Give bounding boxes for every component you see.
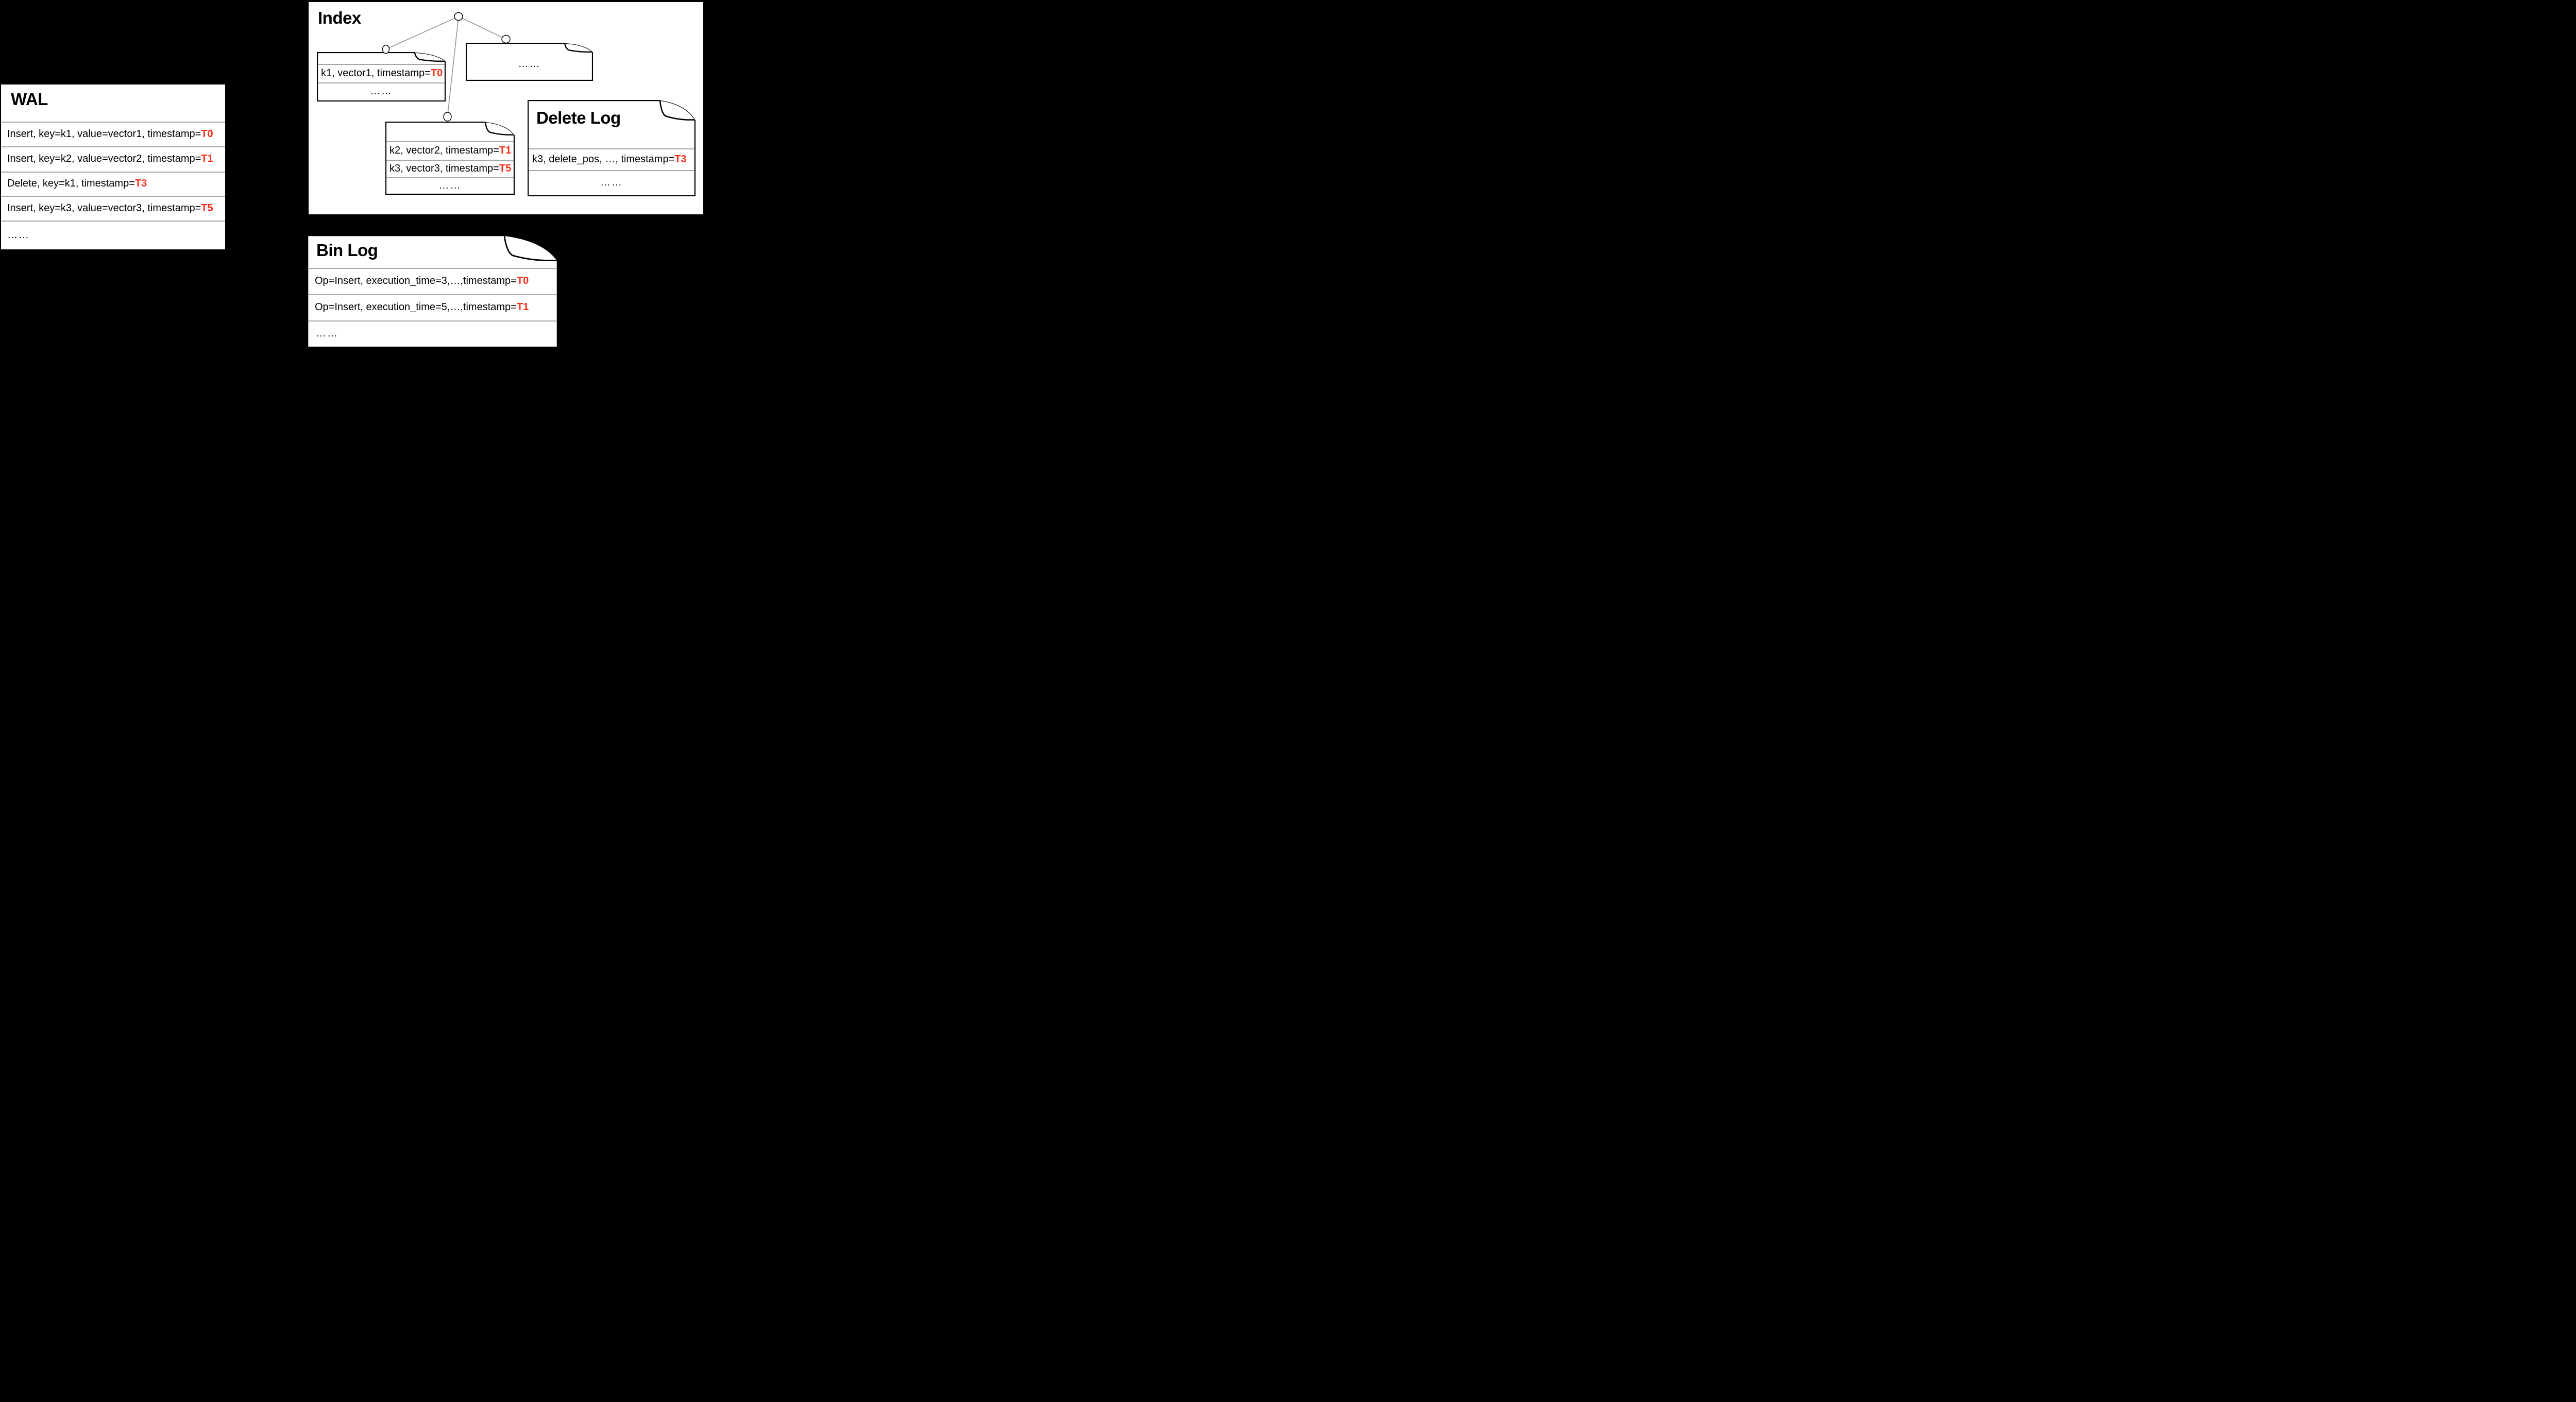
- doc-row: k1, vector1, timestamp=T0: [321, 64, 444, 82]
- index-panel: Index k1,: [309, 2, 703, 214]
- doc-row-text: k3, vector3, timestamp=: [389, 162, 499, 174]
- wal-divider: [1, 122, 225, 123]
- wal-divider: [1, 146, 225, 147]
- doc-divider: [318, 82, 445, 83]
- tree-right-node: [501, 35, 511, 44]
- doc-row: k2, vector2, timestamp=T1: [389, 141, 513, 160]
- wal-row-text: Insert, key=k1, value=vector1, timestamp…: [7, 128, 201, 140]
- tree-root-node: [454, 12, 463, 21]
- doc-ellipsis-text: ……: [370, 86, 393, 97]
- doc-row: k3, delete_pos, …, timestamp=T3: [532, 148, 693, 170]
- doc-divider: [529, 170, 694, 171]
- wal-row-timestamp: T3: [134, 178, 147, 189]
- wal-title: WAL: [11, 90, 48, 109]
- wal-row: Insert, key=k2, value=vector2, timestamp…: [7, 146, 223, 172]
- tree-edge-left: [385, 16, 459, 50]
- wal-row: Insert, key=k1, value=vector1, timestamp…: [7, 122, 223, 146]
- wal-row: Insert, key=k3, value=vector3, timestamp…: [7, 196, 223, 221]
- doc-row-ellipsis: ……: [317, 82, 446, 100]
- index-title: Index: [318, 8, 361, 27]
- wal-divider: [1, 221, 225, 222]
- wal-row-timestamp: T0: [201, 128, 213, 140]
- doc-divider: [529, 148, 694, 149]
- delete-log-doc: Delete Log k3, delete_pos, …, timestamp=…: [528, 100, 696, 196]
- index-segment-more-doc: ……: [466, 43, 593, 81]
- wal-row-timestamp: T1: [201, 153, 213, 164]
- wal-divider: [1, 172, 225, 173]
- doc-row-text: Op=Insert, execution_time=5,…,timestamp=: [315, 301, 517, 313]
- doc-row-text: k3, delete_pos, …, timestamp=: [532, 153, 675, 165]
- doc-row: Op=Insert, execution_time=3,…,timestamp=…: [315, 268, 556, 294]
- doc-row-ellipsis: ……: [528, 170, 696, 195]
- doc-row-timestamp: T0: [430, 67, 443, 79]
- doc-row: k3, vector3, timestamp=T5: [389, 160, 513, 177]
- doc-row-timestamp: T1: [499, 144, 512, 156]
- diagram-canvas: WAL Insert, key=k1, value=vector1, times…: [0, 0, 704, 350]
- doc-row-timestamp: T0: [516, 275, 529, 286]
- index-segment-k1-doc: k1, vector1, timestamp=T0 ……: [317, 52, 446, 102]
- doc-row-timestamp: T5: [499, 162, 512, 174]
- wal-row-timestamp: T5: [201, 202, 213, 214]
- tree-edge-right: [458, 16, 506, 40]
- wal-ellipsis-text: ……: [7, 229, 30, 241]
- doc-row-timestamp: T3: [674, 153, 687, 165]
- tree-edge-middle: [447, 16, 459, 117]
- doc-row-ellipsis: ……: [316, 320, 556, 347]
- wal-panel: WAL Insert, key=k1, value=vector1, times…: [1, 85, 225, 249]
- doc-divider: [386, 177, 514, 178]
- doc-ellipsis-text: ……: [600, 177, 623, 188]
- wal-row-text: Delete, key=k1, timestamp=: [7, 178, 135, 189]
- index-segment-k2-k3-doc: k2, vector2, timestamp=T1 k3, vector3, t…: [385, 122, 515, 195]
- wal-row-text: Insert, key=k3, value=vector3, timestamp…: [7, 202, 201, 214]
- doc-ellipsis-text: ……: [316, 328, 338, 339]
- doc-row-text: k1, vector1, timestamp=: [321, 67, 431, 79]
- wal-row-ellipsis: ……: [7, 221, 223, 249]
- wal-divider: [1, 196, 225, 197]
- wal-row: Delete, key=k1, timestamp=T3: [7, 172, 223, 196]
- delete-log-title: Delete Log: [536, 108, 621, 127]
- doc-divider: [308, 294, 557, 295]
- doc-row-ellipsis: ……: [385, 177, 515, 194]
- doc-divider: [318, 64, 445, 65]
- doc-divider: [386, 141, 514, 142]
- tree-middle-node: [443, 112, 452, 122]
- document-shape: [307, 235, 558, 348]
- doc-divider: [308, 320, 557, 322]
- bin-log-doc: Bin Log Op=Insert, execution_time=3,…,ti…: [307, 235, 558, 348]
- doc-divider: [386, 160, 514, 161]
- doc-divider: [308, 268, 557, 269]
- doc-ellipsis-text: ……: [518, 58, 541, 70]
- doc-row: Op=Insert, execution_time=5,…,timestamp=…: [315, 294, 556, 320]
- doc-row-text: k2, vector2, timestamp=: [389, 144, 499, 156]
- doc-row-timestamp: T1: [516, 301, 529, 313]
- bin-log-title: Bin Log: [316, 241, 378, 260]
- doc-row-text: Op=Insert, execution_time=3,…,timestamp=: [315, 275, 517, 286]
- document-shape: [385, 122, 515, 195]
- doc-row-ellipsis: ……: [466, 50, 593, 78]
- wal-row-text: Insert, key=k2, value=vector2, timestamp…: [7, 153, 201, 164]
- doc-ellipsis-text: ……: [438, 179, 462, 191]
- document-shape: [466, 43, 593, 81]
- document-shape: [528, 100, 696, 196]
